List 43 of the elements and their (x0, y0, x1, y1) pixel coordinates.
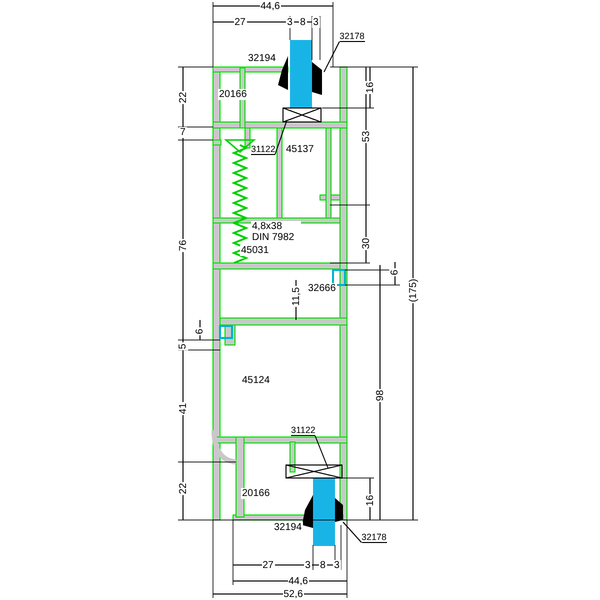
drawing-label: 3 (286, 16, 294, 28)
drawing-label: 32194 (273, 522, 303, 532)
part-number: 32178 (362, 532, 387, 542)
leader-line (314, 435, 328, 468)
leader-line (342, 522, 362, 543)
drawing-label: 8 (319, 560, 327, 570)
dimension-value: 22 (178, 481, 189, 495)
drawing-label: 20166 (241, 488, 271, 498)
drawing-label: 20166 (218, 88, 248, 100)
part-number: 32178 (340, 30, 365, 42)
part-number: 31122 (251, 144, 276, 154)
dimension-value: 76 (178, 238, 189, 252)
drawing-label: 45124 (241, 374, 271, 386)
dimension-value: 41 (178, 401, 189, 415)
dimension-value: 11,5 (290, 286, 302, 306)
drawing-label: 27 (262, 560, 275, 570)
drawing-label: 3 (304, 560, 312, 570)
dimension-value: 98 (374, 388, 386, 402)
dimension-value: 22 (178, 90, 189, 104)
leader-line (324, 41, 340, 72)
dimension-value: 53 (360, 129, 372, 143)
dimension-value: 5 (177, 342, 188, 350)
drawing-label: 4,8x38 DIN 7982 (251, 221, 301, 243)
drawing-label: 3 (312, 16, 320, 28)
dimension-value: 16 (364, 493, 376, 507)
drawing-label: 44,6 (288, 576, 309, 586)
drawing-label: 45031 (240, 244, 270, 256)
dimension-value: (175) (408, 277, 419, 303)
dimension-value: 16 (364, 80, 376, 94)
drawing-label: 32194 (247, 52, 277, 64)
drawing-label: 45137 (285, 144, 315, 154)
drawing-label: 3 (333, 560, 341, 570)
part-number: 31122 (291, 424, 316, 436)
drawing-label: 44,6 (260, 0, 281, 12)
drawing-label: 27 (234, 16, 247, 28)
dimension-value: 30 (360, 236, 372, 250)
drawing-label: 32666 (307, 282, 337, 294)
drawing-label: 7 (179, 126, 187, 138)
drawing-label: 52,6 (282, 588, 304, 600)
leader-line (274, 120, 288, 155)
dimension-value: 6 (389, 268, 400, 276)
dimension-value: 6 (194, 327, 206, 335)
drawing-label: 8 (299, 16, 307, 28)
